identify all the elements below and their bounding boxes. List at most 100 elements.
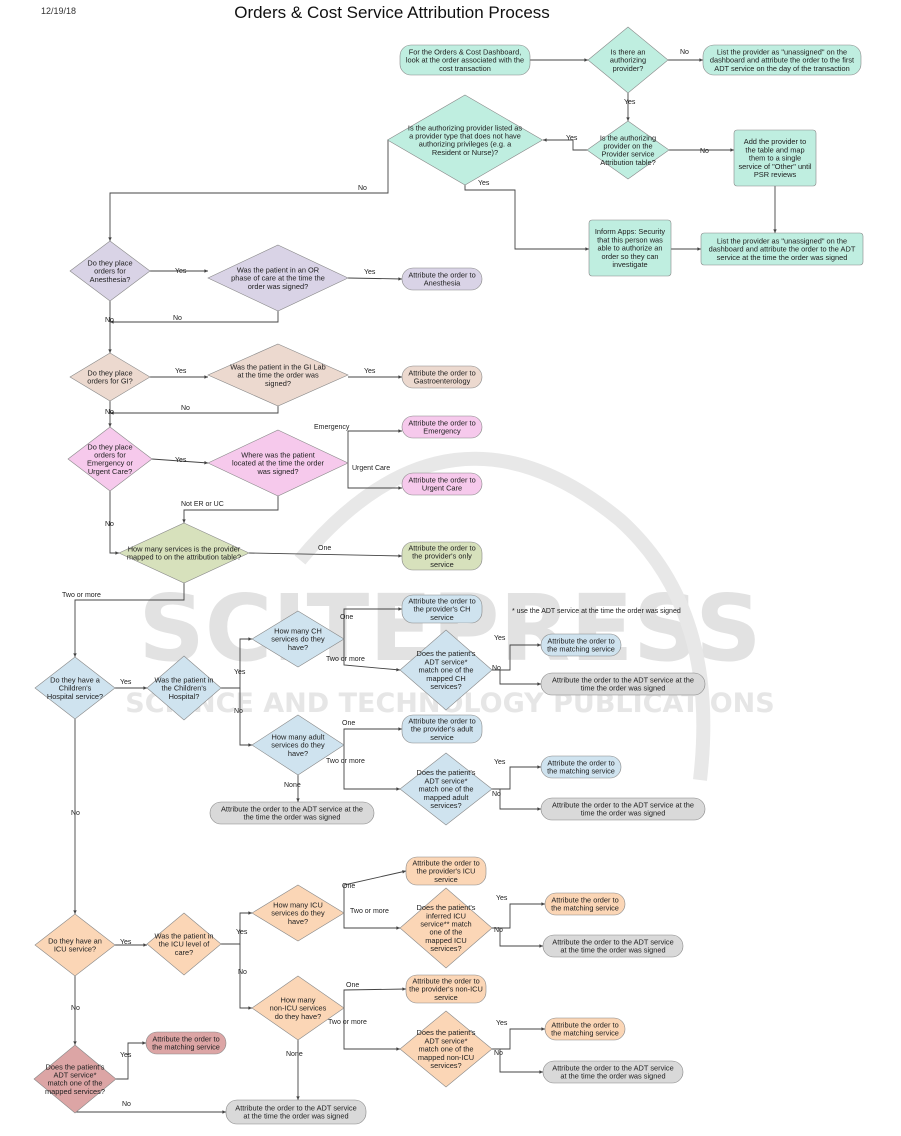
node-text-line: the matching service	[152, 1043, 220, 1052]
connector	[116, 1042, 146, 1080]
edge-label-no: No	[181, 405, 190, 412]
connector	[74, 1111, 226, 1113]
node-text: Attribute the order to the ADT service a…	[221, 805, 363, 822]
node-text: Attribute the order to the ADT service a…	[552, 676, 694, 693]
arrowhead	[773, 229, 777, 233]
node-shape	[401, 541, 483, 571]
edge-label-yes: Yes	[566, 135, 578, 142]
node-text-line: Is there an	[611, 47, 646, 56]
edge-label-yes: Yes	[478, 180, 490, 187]
node-a-adnone: Attribute the order to the ADT service a…	[209, 801, 375, 825]
node-text-line: Provider service	[602, 150, 655, 159]
arrowhead	[396, 667, 400, 672]
node-shape	[251, 975, 345, 1041]
node-shape	[251, 610, 345, 668]
node-shape	[225, 1099, 367, 1125]
node-text-line: the provider's ICU	[417, 867, 476, 876]
node-text-line: Anesthesia	[424, 279, 461, 288]
node-text-line: the provider's adult	[411, 725, 473, 734]
node-shape	[399, 887, 493, 969]
node-text-line: Hospital?	[169, 692, 200, 701]
node-text-line: order so they can	[601, 252, 658, 261]
node-text-line: Was the patient in	[155, 931, 214, 940]
node-text-line: Attribute the order to	[551, 896, 618, 905]
node-text-line: the matching service	[551, 904, 619, 913]
arrowhead	[108, 349, 112, 353]
node-shape	[544, 892, 626, 916]
connector	[248, 552, 403, 557]
node-text-line: match one of the	[418, 666, 473, 675]
edge-label-two-or-more: Two or more	[328, 1019, 367, 1026]
node-text-line: the matching service	[547, 767, 615, 776]
node-shape	[251, 884, 345, 942]
node-text-line: How many ICU	[273, 900, 323, 909]
arrowhead	[248, 743, 252, 747]
node-text-line: Attribute the order to	[408, 596, 475, 605]
node-text-line: do they have?	[275, 1012, 321, 1021]
arrowhead	[537, 682, 541, 686]
arrowhead	[248, 637, 252, 641]
node-text-line: have?	[288, 643, 308, 652]
node-text-line: services?	[430, 1061, 461, 1070]
node-shape	[586, 120, 670, 180]
edge-label-yes: Yes	[175, 457, 187, 464]
node-text-line: services do they	[271, 741, 325, 750]
arrowhead	[182, 519, 186, 523]
arrowhead	[398, 554, 402, 558]
arrowhead	[537, 807, 541, 811]
node-shape	[542, 934, 684, 958]
node-text-line: service	[430, 733, 453, 742]
arrowhead	[396, 1047, 400, 1051]
node-text-line: Do they have a	[50, 675, 101, 684]
node-text-line: at the time the order was signed	[560, 946, 665, 955]
node-text-line: Do they have an	[48, 937, 102, 946]
node-text-line: orders for	[94, 267, 126, 276]
arrowhead	[204, 461, 208, 465]
arrowhead	[398, 486, 402, 490]
node-shape	[69, 240, 151, 302]
node-text-line: Gastroenterology	[414, 377, 471, 386]
arrowhead	[730, 148, 734, 152]
node-text-line: Attribute the order to the ADT service	[552, 1064, 673, 1073]
node-text-line: have?	[288, 749, 308, 758]
node-text-line: care?	[175, 948, 194, 957]
node-text-line: authorizing privileges (e.g. a	[419, 140, 512, 149]
connector	[239, 688, 252, 746]
arrowhead	[396, 926, 400, 930]
node-text-line: the Children's	[162, 684, 207, 693]
arrowhead	[398, 727, 402, 731]
connector	[492, 766, 541, 790]
node-unassigned-signed: List the provider as "unassigned" on the…	[700, 232, 864, 266]
node-text-line: the provider's CH	[414, 605, 471, 614]
edge-label-no: No	[105, 409, 114, 416]
node-shape	[207, 343, 349, 407]
edge-label-no: No	[492, 665, 501, 672]
node-text-line: a provider type that does not have	[409, 132, 521, 141]
edge-label-no: No	[173, 315, 182, 322]
node-text-line: Emergency or	[87, 459, 134, 468]
node-shape	[209, 801, 375, 825]
node-text-line: List the provider as "unassigned" on the	[717, 236, 847, 245]
